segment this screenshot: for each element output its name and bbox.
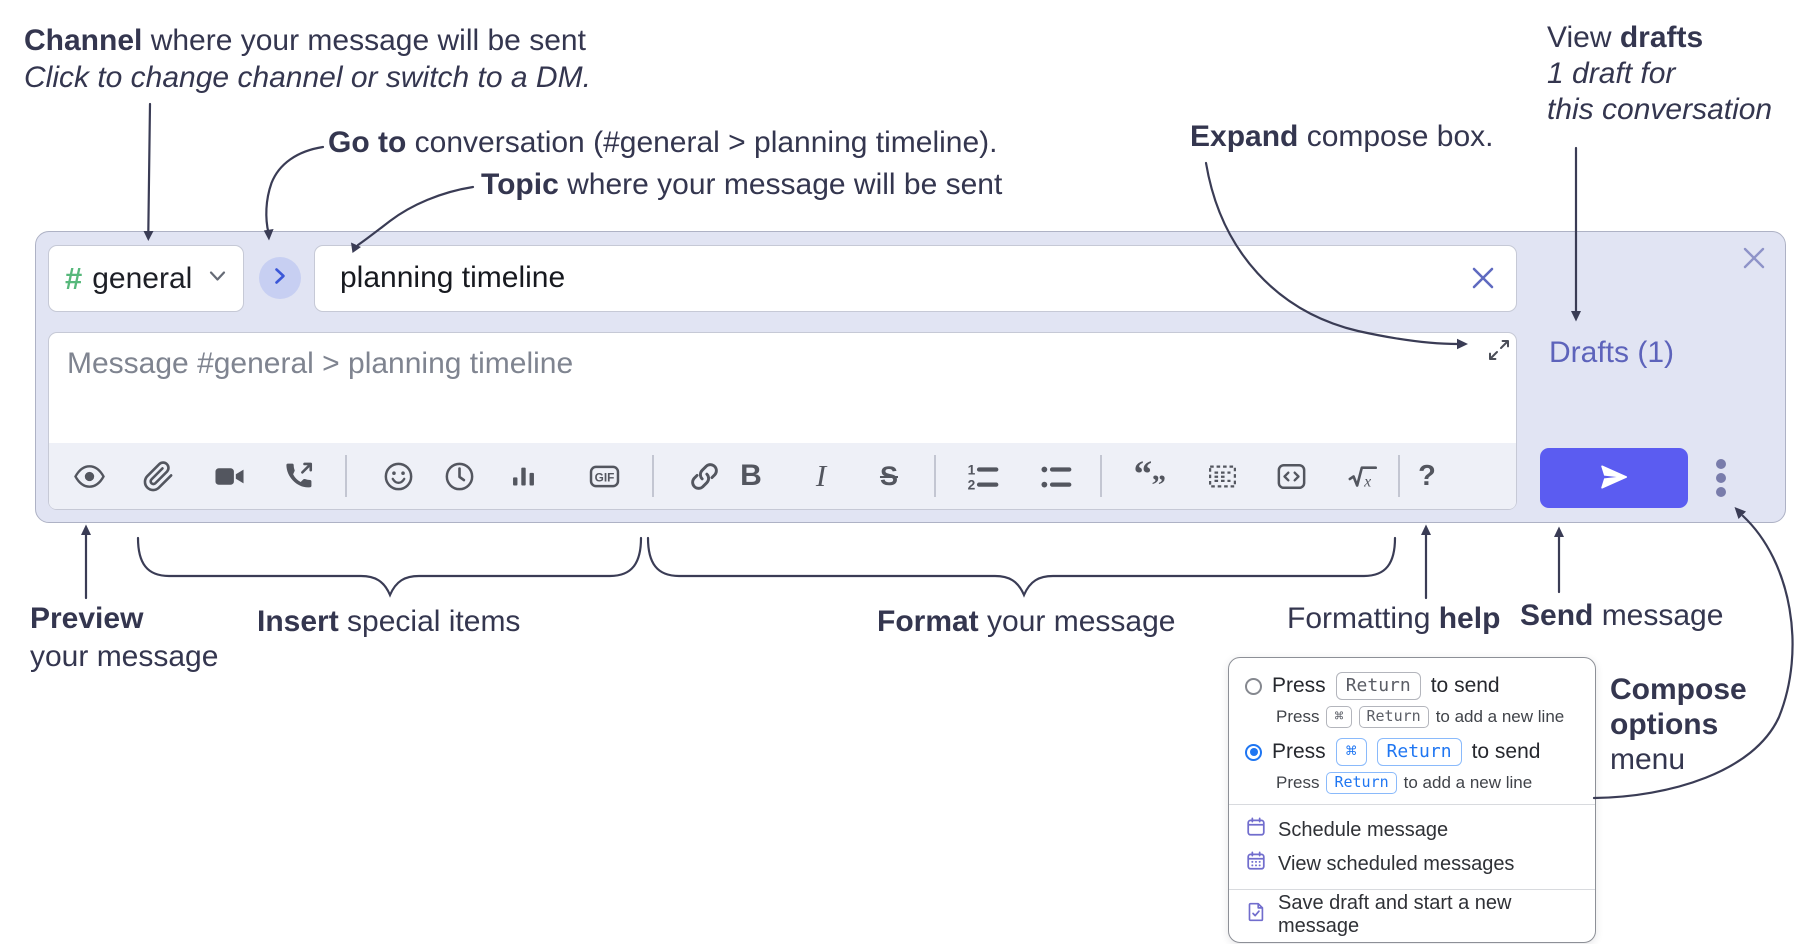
goto-arrow-line — [265, 145, 325, 235]
send-arrowhead — [1554, 526, 1564, 537]
close-compose-icon[interactable] — [1741, 245, 1767, 271]
help-arrowhead — [1421, 524, 1431, 535]
schedule-message-item[interactable]: Schedule message — [1245, 813, 1579, 847]
send-shortcut-option-cmd-return[interactable]: Press ⌘ Return to send — [1245, 736, 1579, 768]
compose-options-menu-icon[interactable] — [1716, 459, 1726, 497]
toolbar-divider — [652, 455, 654, 497]
toolbar-divider — [934, 455, 936, 497]
toolbar-divider — [1398, 455, 1400, 497]
goto-annotation: Go to conversation (#general > planning … — [328, 126, 998, 159]
clear-topic-icon[interactable] — [1469, 264, 1497, 292]
svg-text:1: 1 — [967, 462, 975, 477]
channel-annotation: Channel where your message will be sent … — [24, 22, 591, 96]
return-key: Return — [1358, 706, 1429, 728]
cmd-key: ⌘ — [1326, 706, 1352, 728]
svg-text:x: x — [1363, 473, 1371, 490]
formatting-help-icon[interactable]: ? — [1404, 453, 1450, 499]
bulleted-list-icon[interactable] — [1032, 453, 1078, 499]
view-drafts-annotation: View drafts 1 draft for this conversatio… — [1547, 21, 1773, 126]
format-annotation: Format your message — [877, 605, 1176, 638]
preview-icon[interactable] — [66, 453, 112, 499]
preview-annotation: Preview your message — [30, 602, 219, 673]
formatting-help-annotation: Formatting help — [1287, 602, 1501, 635]
view-scheduled-messages-item[interactable]: View scheduled messages — [1245, 847, 1579, 881]
topic-value: planning timeline — [340, 261, 566, 294]
popup-divider — [1229, 804, 1595, 805]
toolbar-divider — [345, 455, 347, 497]
expand-compose-icon[interactable] — [1487, 338, 1511, 362]
code-icon[interactable] — [1268, 453, 1314, 499]
message-placeholder: Message #general > planning timeline — [67, 347, 574, 380]
send-plane-icon — [1598, 461, 1630, 496]
save-draft-item[interactable]: Save draft and start a new message — [1245, 892, 1579, 937]
send-button[interactable] — [1540, 448, 1688, 508]
spoiler-icon[interactable] — [1199, 453, 1245, 499]
channel-annotation-rest: where your message will be sent — [142, 24, 586, 57]
channel-annotation-bold: Channel — [24, 24, 143, 57]
radio-selected-icon[interactable] — [1245, 743, 1262, 761]
channel-annotation-sub: Click to change channel or switch to a D… — [24, 61, 591, 94]
return-key: Return — [1376, 738, 1462, 766]
radio-unselected-icon[interactable] — [1245, 677, 1262, 695]
voice-call-icon[interactable] — [275, 453, 321, 499]
return-key: Return — [1335, 672, 1421, 700]
add-global-time-icon[interactable] — [436, 453, 482, 499]
drafts-link[interactable]: Drafts (1) — [1549, 336, 1675, 369]
send-annotation: Send message — [1520, 599, 1724, 632]
math-icon[interactable]: x — [1339, 453, 1385, 499]
return-key: Return — [1326, 772, 1397, 794]
add-gif-icon[interactable]: GIF — [581, 453, 627, 499]
svg-text:“: “ — [1135, 460, 1152, 493]
quote-icon[interactable]: “” — [1128, 453, 1174, 499]
topic-annotation: Topic where your message will be sent — [481, 168, 1003, 201]
calendar-icon — [1245, 816, 1267, 844]
insert-annotation: Insert special items — [257, 605, 521, 638]
channel-name: general — [92, 261, 193, 295]
chevron-right-icon — [272, 267, 288, 290]
topic-input[interactable]: planning timeline — [314, 245, 1517, 312]
add-poll-icon[interactable] — [500, 453, 546, 499]
link-icon[interactable] — [681, 453, 727, 499]
toolbar-divider — [1100, 455, 1102, 497]
send-shortcut-option-cmd-return-hint: Press Return to add a new line — [1276, 772, 1533, 794]
expand-annotation: Expand compose box. — [1190, 120, 1494, 153]
svg-text:2: 2 — [967, 477, 975, 492]
preview-arrowhead — [81, 524, 91, 535]
document-check-icon — [1245, 901, 1267, 929]
svg-text:GIF: GIF — [594, 470, 614, 484]
video-call-icon[interactable] — [206, 453, 252, 499]
channel-hash-icon: # — [65, 260, 83, 296]
send-shortcut-option-return[interactable]: Press Return to send — [1245, 670, 1579, 702]
channel-selector[interactable]: # general — [48, 245, 244, 312]
go-to-conversation-button[interactable] — [259, 257, 301, 299]
insert-brace — [136, 536, 643, 598]
popup-divider — [1229, 889, 1595, 890]
message-input[interactable]: Message #general > planning timeline — [48, 332, 1517, 510]
compose-options-annotation: Compose options menu — [1610, 673, 1747, 776]
strikethrough-icon[interactable]: S — [866, 453, 912, 499]
format-brace — [646, 536, 1397, 598]
send-shortcut-option-return-hint: Press ⌘ Return to add a new line — [1276, 706, 1565, 728]
svg-text:”: ” — [1151, 469, 1165, 493]
bold-icon[interactable]: B — [728, 453, 774, 499]
cmd-key: ⌘ — [1335, 738, 1367, 766]
compose-options-popup: Press Return to send Press ⌘ Return to a… — [1228, 657, 1596, 943]
italic-icon[interactable]: I — [798, 453, 844, 499]
attach-file-icon[interactable] — [135, 453, 181, 499]
channel-arrow-line — [147, 102, 152, 235]
chevron-down-icon — [208, 268, 227, 289]
calendar-dots-icon — [1245, 850, 1267, 878]
add-emoji-icon[interactable] — [375, 453, 421, 499]
